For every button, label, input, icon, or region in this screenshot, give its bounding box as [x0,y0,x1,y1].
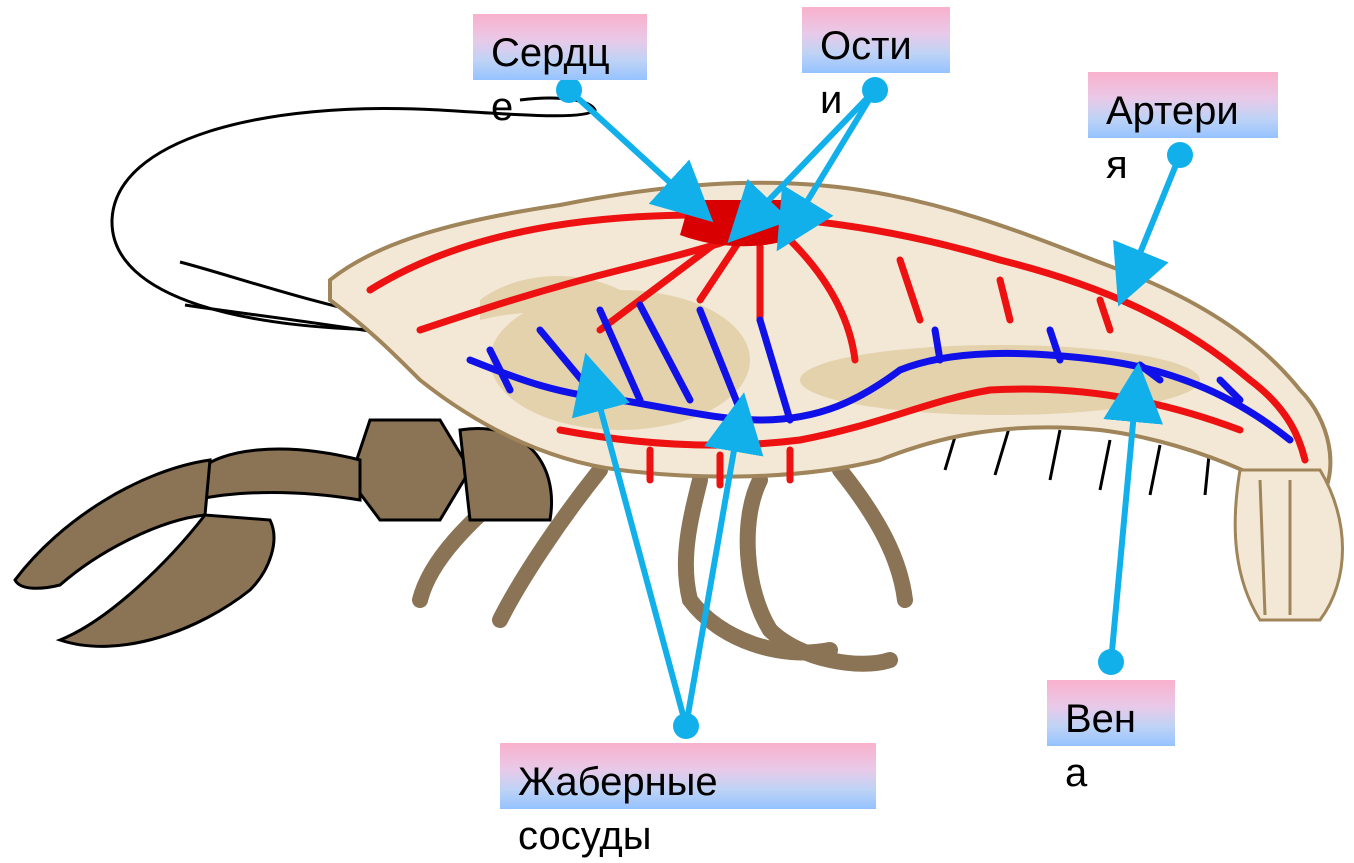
label-heart: Сердц е [473,14,647,80]
ostia-pointer-dot [862,77,888,103]
vein-pointer-dot [1098,649,1124,675]
artery-pointer-dot [1167,142,1193,168]
tail-fan [1235,470,1342,620]
label-vein: Вен а [1047,680,1175,746]
label-artery: Артери я [1088,72,1278,138]
label-ostia: Ости и [802,7,950,73]
gill-vessels-pointer-dot [673,713,699,739]
label-gill-vessels: Жаберные сосуды [500,743,876,809]
crayfish-illustration [15,98,1343,664]
heart-pointer-dot [556,77,582,103]
artery-pointer [1125,155,1180,290]
